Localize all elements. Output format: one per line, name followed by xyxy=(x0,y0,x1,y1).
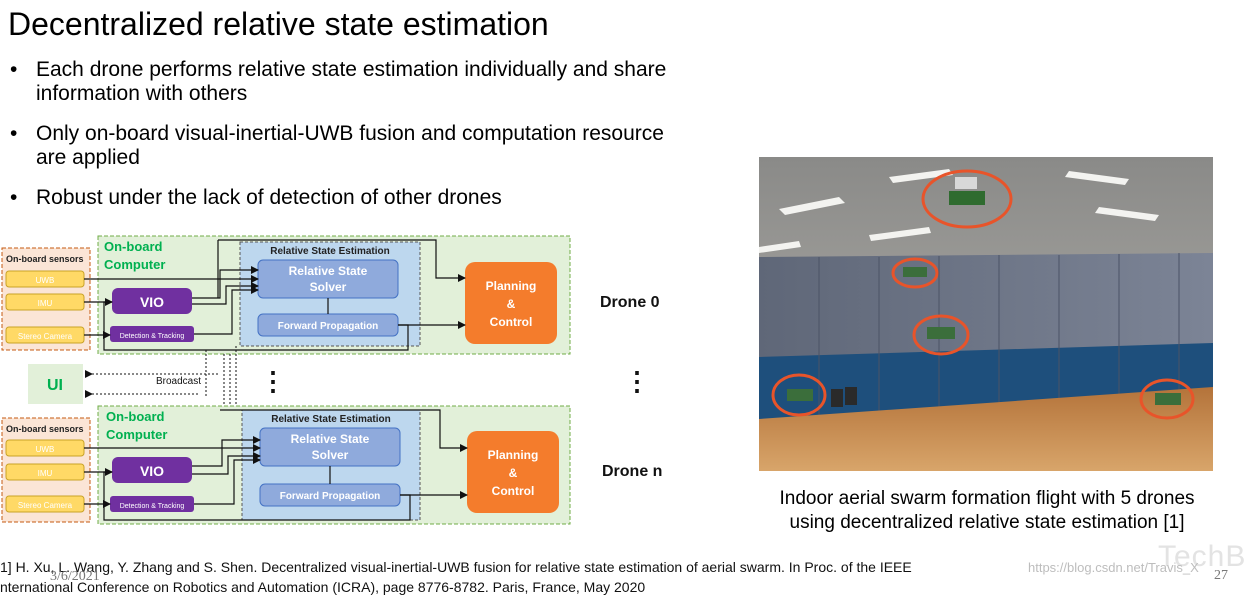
reference-footnote: 1] H. Xu, L. Wang, Y. Zhang and S. Shen.… xyxy=(0,557,1040,597)
solver-label-line1: Relative State xyxy=(289,264,368,278)
ui-label: UI xyxy=(47,377,63,394)
drone-block-top: On-board sensors UWB IMU Stereo Camera O… xyxy=(1,235,660,355)
slide-date: 3/6/2021 xyxy=(50,569,100,584)
vio-label: VIO xyxy=(140,294,164,310)
sensors-title: On-board sensors xyxy=(6,424,84,434)
planning-label-line2: & xyxy=(509,466,518,480)
detection-box xyxy=(110,326,194,342)
solver-label-line2: Solver xyxy=(310,280,347,294)
computer-label-line2: Computer xyxy=(106,427,167,442)
vio-box xyxy=(112,288,192,314)
middle-section: UI Broadcast ⋮ ⋮ xyxy=(28,346,650,434)
footnote-line2: nternational Conference on Robotics and … xyxy=(0,579,646,595)
url-watermark: https://blog.csdn.net/Travis_X xyxy=(1028,560,1199,575)
stereo-camera-label: Stereo Camera xyxy=(18,501,73,510)
imu-label: IMU xyxy=(38,469,53,478)
drone-marker xyxy=(891,257,939,289)
solver-label-line1: Relative State xyxy=(291,432,370,446)
caption-line1: Indoor aerial swarm formation flight wit… xyxy=(779,488,1195,509)
computer-label-line2: Computer xyxy=(104,257,165,272)
caption-line2: using decentralized relative state estim… xyxy=(789,512,1185,533)
bullet-item: Each drone performs relative state estim… xyxy=(10,58,690,106)
planning-label-line1: Planning xyxy=(488,448,539,462)
bullet-item: Robust under the lack of detection of ot… xyxy=(10,186,690,210)
drone-block-bottom: On-board sensors UWB IMU Stereo Camera O… xyxy=(1,405,662,525)
ellipsis-drones: ⋮ xyxy=(624,366,650,396)
photo-caption: Indoor aerial swarm formation flight wit… xyxy=(752,487,1222,535)
detection-box xyxy=(110,496,194,512)
solver-label-line2: Solver xyxy=(312,448,349,462)
broadcast-label: Broadcast xyxy=(156,376,201,387)
footnote-line1: 1] H. Xu, L. Wang, Y. Zhang and S. Shen.… xyxy=(0,559,912,575)
sensors-title: On-board sensors xyxy=(6,254,84,264)
drone-marker xyxy=(771,373,827,417)
uwb-label: UWB xyxy=(36,445,55,454)
planning-box xyxy=(465,262,557,344)
vio-box xyxy=(112,457,192,483)
planning-label-line1: Planning xyxy=(486,279,537,293)
planning-box xyxy=(467,431,559,513)
ellipsis-diagram: ⋮ xyxy=(260,366,286,396)
slide-title: Decentralized relative state estimation xyxy=(8,6,549,42)
computer-label-line1: On-board xyxy=(104,239,163,254)
connectors-top xyxy=(84,239,466,351)
forward-label: Forward Propagation xyxy=(280,491,381,502)
drone-marker xyxy=(921,169,1013,229)
planning-label-line3: Control xyxy=(490,315,533,329)
bullet-list: Each drone performs relative state estim… xyxy=(10,58,690,226)
tech-logo-watermark: TechB xyxy=(1158,540,1247,573)
stereo-camera-label: Stereo Camera xyxy=(18,332,73,341)
imu-label: IMU xyxy=(38,299,53,308)
drone-0-label: Drone 0 xyxy=(600,294,660,311)
bullet-item: Only on-board visual-inertial-UWB fusion… xyxy=(10,122,690,170)
drone-n-label: Drone n xyxy=(602,463,662,480)
vio-label: VIO xyxy=(140,463,164,479)
detection-label: Detection & Tracking xyxy=(120,503,185,510)
rse-title: Relative State Estimation xyxy=(271,414,390,425)
planning-label-line3: Control xyxy=(492,484,535,498)
drone-marker xyxy=(912,314,970,356)
system-diagram: On-board sensors UWB IMU Stereo Camera O… xyxy=(1,235,662,525)
detection-label: Detection & Tracking xyxy=(120,333,185,340)
swarm-flight-photo xyxy=(759,157,1213,471)
planning-label-line2: & xyxy=(507,297,516,311)
computer-label-line1: On-board xyxy=(106,409,165,424)
connectors-bottom xyxy=(84,409,468,521)
ui-box xyxy=(28,364,83,404)
drone-marker xyxy=(1139,378,1195,420)
page-number: 27 xyxy=(1214,568,1228,583)
uwb-label: UWB xyxy=(36,276,55,285)
forward-label: Forward Propagation xyxy=(278,321,379,332)
rse-title: Relative State Estimation xyxy=(270,246,389,257)
